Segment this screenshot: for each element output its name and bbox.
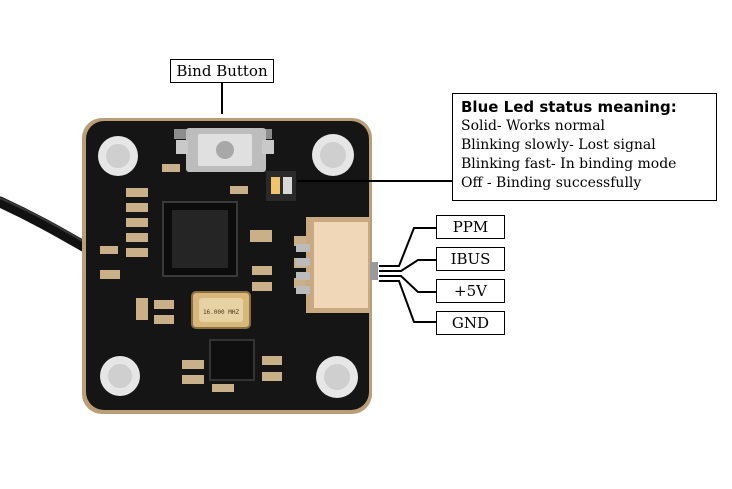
led-status-blinking-slowly: Blinking slowly- Lost signal xyxy=(461,137,656,153)
mounting-hole-bottom-left xyxy=(100,356,140,396)
pin-connector xyxy=(296,217,378,313)
pin-leaders xyxy=(379,227,436,323)
smd-components-bottom-left xyxy=(136,298,174,324)
led-status-title: Blue Led status meaning: xyxy=(461,98,677,116)
pin-label-5v: +5V xyxy=(436,279,505,303)
led-status-blinking-fast: Blinking fast- In binding mode xyxy=(461,156,677,172)
pin-label-ibus: IBUS xyxy=(436,247,505,271)
mounting-hole-top-right xyxy=(312,134,354,176)
led-status-solid: Solid- Works normal xyxy=(461,118,606,134)
pin-label-gnd: GND xyxy=(436,311,505,335)
pin-label-ppm: PPM xyxy=(436,215,505,239)
crystal-oscillator: 16.000 MHZ xyxy=(191,291,251,329)
mounting-hole-bottom-right xyxy=(316,356,358,398)
led-status-legend: Blue Led status meaning: Solid- Works no… xyxy=(452,93,717,201)
bind-button-label: Bind Button xyxy=(170,59,274,83)
status-led xyxy=(266,171,296,201)
mounting-hole-top-left xyxy=(98,136,138,176)
main-chip xyxy=(162,201,238,277)
crystal-text: 16.000 MHZ xyxy=(203,309,240,316)
led-status-off: Off - Binding successfully xyxy=(461,175,642,191)
voltage-regulator xyxy=(182,339,282,392)
smd-components-left xyxy=(100,164,248,279)
bind-button xyxy=(174,128,274,172)
